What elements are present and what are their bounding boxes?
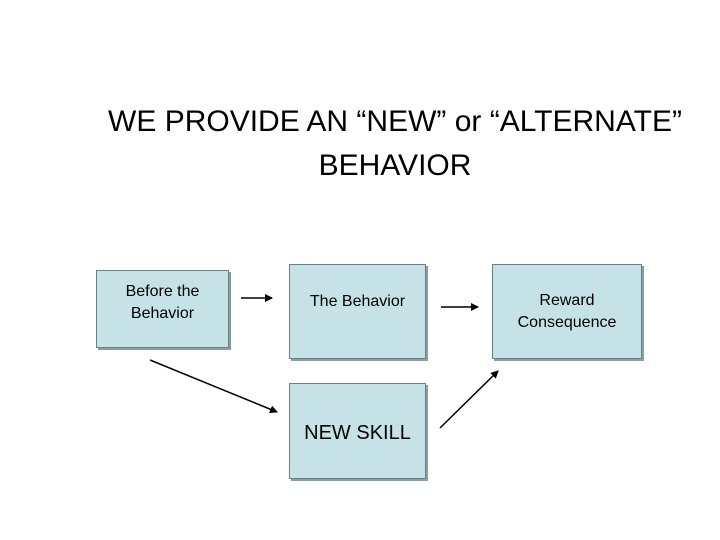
new-skill-label: NEW SKILL — [304, 422, 411, 444]
slide-title-line-2: BEHAVIOR — [318, 149, 472, 182]
slide-title-line-1: WE PROVIDE AN “NEW” or “ALTERNATE” — [108, 105, 682, 138]
before-behavior-label-line-1: Before the — [125, 283, 200, 300]
the-behavior-box: The Behavior — [289, 264, 426, 359]
before-behavior-box: Before the Behavior — [96, 270, 229, 348]
arrow-before-to-new-skill — [149, 359, 278, 414]
arrow-new-skill-to-reward — [439, 370, 499, 429]
reward-label-line-1: Reward — [539, 291, 595, 309]
the-behavior-label: The Behavior — [309, 292, 406, 310]
reward-label-line-2: Consequence — [517, 313, 617, 331]
new-skill-box: NEW SKILL — [289, 383, 426, 479]
slide-title: WE PROVIDE AN “NEW” or “ALTERNATE” BEHAV… — [0, 100, 720, 188]
before-behavior-label-line-2: Behavior — [130, 305, 195, 322]
reward-consequence-box: Reward Consequence — [492, 264, 642, 359]
